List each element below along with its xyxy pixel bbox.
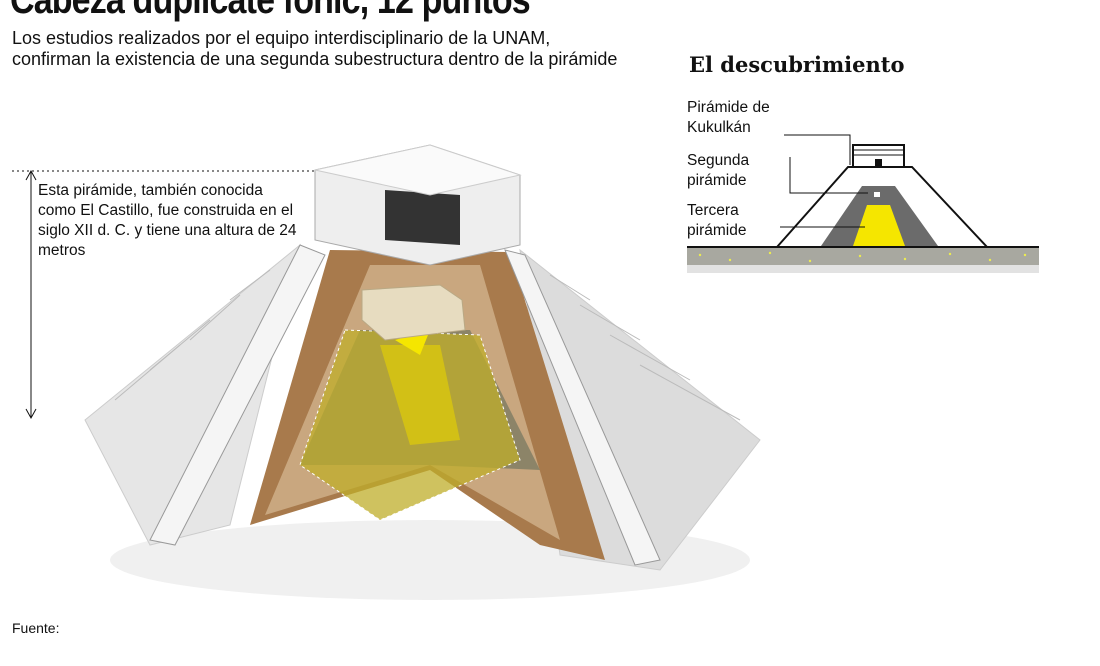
inset-diagram	[687, 134, 1039, 273]
height-arrow	[12, 169, 320, 420]
subtitle: Los estudios realizados por el equipo in…	[12, 28, 618, 69]
label-kukulkan: Pirámide de Kukulkán	[687, 99, 770, 136]
label-tercera: Tercera pirámide	[687, 202, 747, 239]
height-note: Esta pirámide, también conocida como El …	[38, 182, 297, 259]
label-segunda: Segunda pirámide	[687, 152, 750, 189]
main-pyramid	[84, 144, 761, 600]
source-label: Fuente:	[12, 620, 60, 636]
headline: Cabeza duplicate fonic, 12 puntos	[10, 0, 531, 22]
inset-title: El descubrimiento	[689, 52, 905, 77]
